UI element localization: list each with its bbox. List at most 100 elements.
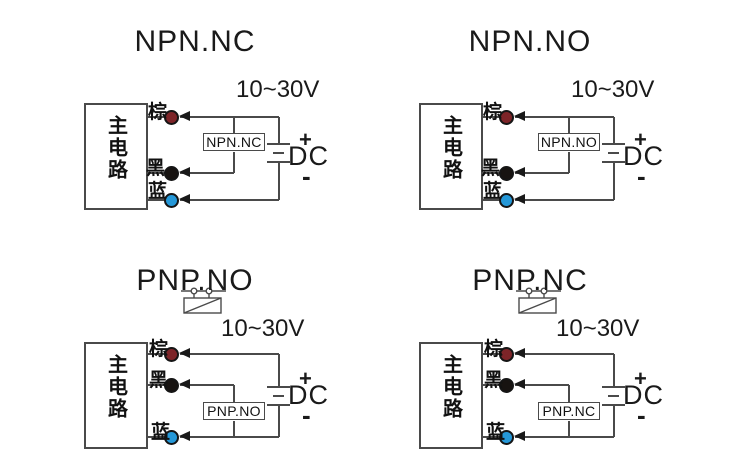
- supply-dc-label: DC: [623, 380, 664, 410]
- black-terminal-dot: [164, 378, 179, 393]
- left-arrowhead-icon: [179, 348, 190, 358]
- sensor-contact-icon: [181, 287, 226, 314]
- load-branch-wire-bottom: [233, 152, 235, 173]
- diagram-npn-nc: NPN.NC 10~30V 主电路: [0, 0, 375, 314]
- blue-wire: [515, 199, 614, 201]
- brown-wire: [515, 353, 614, 355]
- brown-terminal-dot: [164, 347, 179, 362]
- diagram-pnp-no: PNP.NO 10~30V 主电路: [0, 239, 375, 475]
- blue-terminal-dot: [499, 430, 514, 445]
- voltage-label: 10~30V: [556, 315, 640, 342]
- black-terminal-dot: [499, 378, 514, 393]
- battery-plate-icon: [267, 386, 290, 388]
- main-circuit-box: 主电路: [419, 342, 483, 449]
- load-type-box: NPN.NC: [203, 133, 265, 151]
- load-type-box: PNP.NC: [538, 402, 600, 420]
- battery-plate-icon: [608, 152, 619, 154]
- black-wire-stub: [481, 172, 503, 174]
- blue-wire: [180, 199, 279, 201]
- supply-dc-label: DC: [288, 141, 329, 171]
- blue-wire-label: 蓝: [151, 422, 171, 443]
- main-circuit-label: 主电路: [439, 115, 462, 181]
- brown-terminal-dot: [499, 110, 514, 125]
- black-wire: [180, 172, 234, 174]
- supply-minus-label: -: [302, 400, 311, 430]
- blue-wire: [515, 436, 614, 438]
- battery-plate-icon: [602, 386, 625, 388]
- load-branch-wire-bottom: [568, 421, 570, 437]
- battery-wire-top: [613, 117, 615, 144]
- brown-terminal-dot: [499, 347, 514, 362]
- left-arrowhead-icon: [179, 379, 190, 389]
- diagram-title: NPN.NO: [468, 25, 592, 58]
- brown-wire-stub: [481, 353, 503, 355]
- brown-wire-label: 棕: [484, 339, 504, 360]
- brown-wire: [515, 116, 614, 118]
- load-branch-wire-bottom: [233, 421, 235, 437]
- supply-minus-label: -: [302, 161, 311, 191]
- brown-wire-stub: [146, 116, 168, 118]
- blue-terminal-dot: [164, 430, 179, 445]
- supply-plus-label: +: [634, 127, 647, 152]
- brown-wire-label: 棕: [483, 102, 503, 123]
- black-terminal-dot: [164, 166, 179, 181]
- supply-plus-label: +: [299, 127, 312, 152]
- brown-terminal-dot: [164, 110, 179, 125]
- supply-plus-label: +: [634, 366, 647, 391]
- left-arrowhead-icon: [179, 167, 190, 177]
- main-circuit-label: 主电路: [104, 115, 127, 181]
- main-circuit-box: 主电路: [419, 103, 561, 314]
- black-wire: [180, 384, 234, 386]
- battery-plate-icon: [602, 161, 625, 163]
- battery-plate-icon: [273, 395, 284, 397]
- battery-plate-icon: [602, 404, 625, 406]
- left-arrowhead-icon: [179, 194, 190, 204]
- left-arrowhead-icon: [179, 431, 190, 441]
- battery-wire-top: [613, 354, 615, 387]
- load-branch-wire-top: [233, 385, 235, 403]
- brown-wire: [180, 353, 279, 355]
- black-wire: [515, 384, 569, 386]
- black-wire-label: 黑: [481, 158, 501, 179]
- blue-terminal-dot: [164, 193, 179, 208]
- black-terminal-dot: [499, 166, 514, 181]
- brown-wire-label: 棕: [148, 102, 168, 123]
- load-type-box: NPN.NO: [538, 133, 600, 151]
- blue-wire-stub: [146, 436, 168, 438]
- blue-wire: [180, 436, 279, 438]
- black-wire-label: 黑: [149, 370, 169, 391]
- battery-wire-bottom: [278, 405, 280, 437]
- diagram-npn-no: NPN.NO 10~30V 主电路: [335, 0, 710, 314]
- blue-wire-label: 蓝: [486, 422, 506, 443]
- voltage-label: 10~30V: [221, 315, 305, 342]
- supply-plus-label: +: [299, 366, 312, 391]
- battery-wire-bottom: [613, 162, 615, 200]
- load-type-box: PNP.NO: [203, 402, 265, 420]
- blue-wire-label: 蓝: [483, 181, 503, 202]
- blue-wire-stub: [481, 436, 503, 438]
- left-arrowhead-icon: [514, 348, 525, 358]
- left-arrowhead-icon: [514, 431, 525, 441]
- load-branch-wire-top: [568, 117, 570, 134]
- black-wire-label: 黑: [484, 370, 504, 391]
- battery-plate-icon: [267, 161, 290, 163]
- supply-minus-label: -: [637, 400, 646, 430]
- main-circuit-label: 主电路: [439, 354, 462, 420]
- battery-plate-icon: [273, 152, 284, 154]
- left-arrowhead-icon: [514, 194, 525, 204]
- main-circuit-label: 主电路: [104, 354, 127, 420]
- blue-wire-stub: [481, 199, 503, 201]
- diagram-title: PNP.NO: [136, 264, 254, 297]
- battery-plate-icon: [602, 143, 625, 145]
- supply-minus-label: -: [637, 161, 646, 191]
- load-branch-wire-top: [568, 385, 570, 403]
- battery-plate-icon: [267, 404, 290, 406]
- sensor-contact-icon: [516, 287, 561, 314]
- left-arrowhead-icon: [514, 111, 525, 121]
- blue-wire-label: 蓝: [148, 181, 168, 202]
- supply-dc-label: DC: [623, 141, 664, 171]
- voltage-label: 10~30V: [571, 76, 655, 103]
- battery-wire-top: [278, 354, 280, 387]
- black-wire: [515, 172, 569, 174]
